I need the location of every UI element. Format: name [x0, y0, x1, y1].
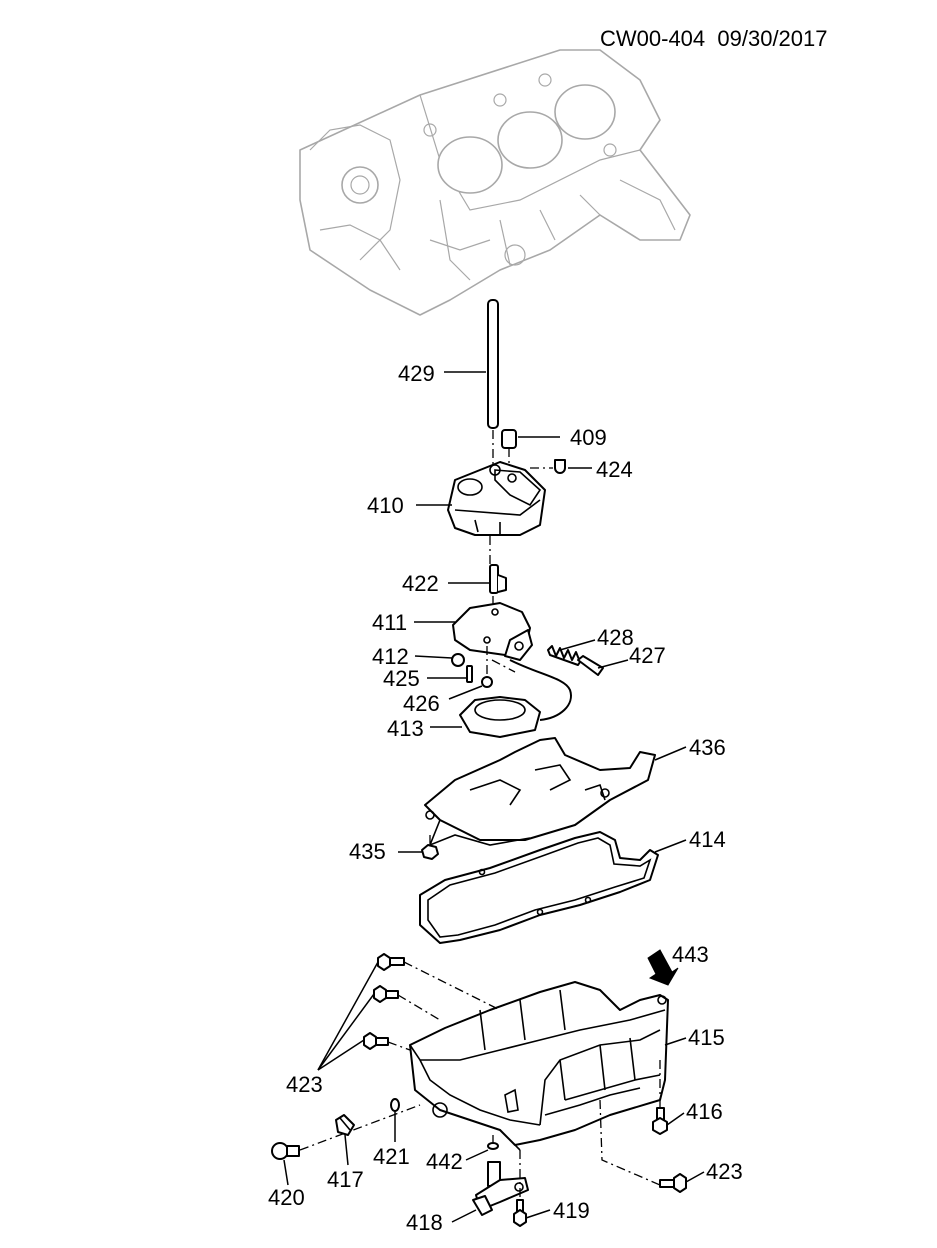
callout-417: 417 [327, 1167, 364, 1192]
windage-tray-436 [424, 737, 656, 847]
callout-418: 418 [406, 1210, 443, 1235]
bolt-423-low [363, 1032, 411, 1051]
pump-cover-411 [452, 602, 533, 661]
callout-423-right: 423 [706, 1159, 743, 1184]
callout-419: 419 [553, 1198, 590, 1223]
sleeve-409 [501, 429, 517, 468]
engine-block [299, 49, 691, 316]
bolt-426 [481, 646, 493, 688]
callout-420: 420 [268, 1185, 305, 1210]
bolt-423-right [599, 1099, 687, 1193]
drain-plug-420 [271, 1104, 421, 1160]
seal-417 [335, 1114, 355, 1136]
callout-411: 411 [372, 610, 407, 635]
callout-422: 422 [402, 571, 439, 596]
doc-date: 09/30/2017 [717, 26, 828, 51]
screen-413 [459, 659, 572, 738]
view-arrow-443 [647, 949, 679, 986]
callout-442: 442 [426, 1149, 463, 1174]
callout-424: 424 [596, 457, 633, 482]
callout-428: 428 [597, 625, 634, 650]
relief-valve-427 [577, 655, 604, 676]
callout-435: 435 [349, 839, 386, 864]
doc-id: CW00-404 [600, 26, 706, 51]
bolt-423-top [377, 953, 501, 1011]
oil-level-sensor-418 [472, 1161, 529, 1216]
bolt-424 [530, 459, 566, 474]
callout-416: 416 [686, 1099, 723, 1124]
callout-436: 436 [689, 735, 726, 760]
pickup-tube-429 [487, 299, 499, 466]
callout-429: 429 [398, 361, 435, 386]
callout-412: 412 [372, 644, 409, 669]
bolt-416 [652, 1060, 668, 1135]
callout-443: 443 [672, 942, 709, 967]
oil-pan-415 [409, 981, 669, 1151]
leader-lines [283, 371, 705, 1223]
bolt-419 [513, 1150, 527, 1227]
pin-425 [466, 665, 473, 683]
callout-426: 426 [403, 691, 440, 716]
drive-shaft-422 [489, 564, 507, 612]
washer-421 [390, 1098, 400, 1112]
callout-414: 414 [689, 827, 726, 852]
callout-427: 427 [629, 643, 666, 668]
washer-442 [487, 1135, 499, 1150]
callout-409: 409 [570, 425, 607, 450]
callout-423-left: 423 [286, 1072, 323, 1097]
plug-412 [451, 653, 465, 667]
callout-413: 413 [387, 716, 424, 741]
callout-425: 425 [383, 666, 420, 691]
diagram-header: CW00-404 09/30/2017 [600, 26, 890, 52]
bolt-423-mid [373, 985, 441, 1021]
oil-pump-410 [447, 461, 546, 566]
gasket-414 [419, 831, 659, 944]
callout-421: 421 [373, 1144, 410, 1169]
relief-spring-428 [547, 645, 581, 666]
callout-415: 415 [688, 1025, 725, 1050]
callout-410: 410 [367, 493, 404, 518]
callout-labels: 429 409 424 410 422 411 428 412 427 425 … [268, 361, 743, 1235]
nut-435 [421, 835, 439, 860]
